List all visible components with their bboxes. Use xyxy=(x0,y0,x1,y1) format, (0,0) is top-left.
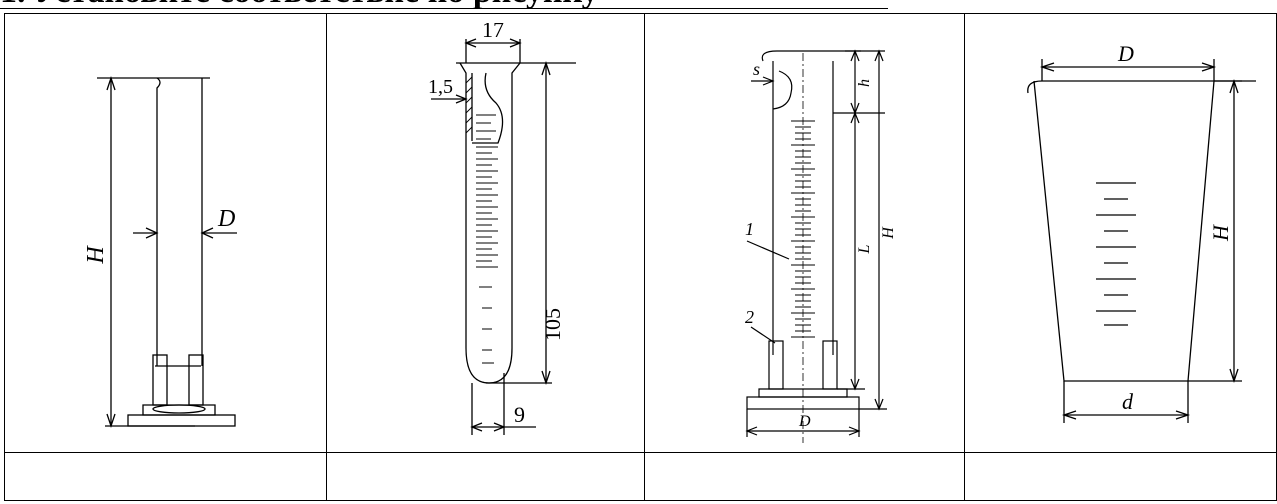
figure-b-wall: 1,5 xyxy=(428,76,453,98)
figure-c-callout-1: 1 xyxy=(745,219,754,239)
figure-a-height-label: H xyxy=(83,245,109,265)
figure-c-callout-2: 2 xyxy=(745,307,754,327)
figure-table: H D xyxy=(4,13,1277,501)
figure-d-beaker: D H d xyxy=(1026,41,1256,423)
figure-d-height-label: H xyxy=(1208,224,1233,242)
figure-d-top-diameter: D xyxy=(1117,41,1134,66)
figure-b-tube: 17 1,5 105 9 xyxy=(428,23,576,435)
cell-figure-a: H D xyxy=(4,13,327,453)
figure-c-base-label: D xyxy=(798,413,811,430)
figure-c-graduated-cylinder: s h L H D 1 2 xyxy=(745,49,897,443)
task-heading: 1. Установите соответствие по рисунку xyxy=(0,0,760,10)
figure-c-wall-label: s xyxy=(753,59,760,79)
figure-a-cylinder: H D xyxy=(83,75,238,429)
cell-figure-d: D H d xyxy=(964,13,1277,453)
cell-figure-c: s h L H D 1 2 xyxy=(644,13,966,453)
cell-figure-b: 17 1,5 105 9 xyxy=(325,13,646,453)
answer-row xyxy=(4,452,1277,501)
answer-cell-2[interactable] xyxy=(325,452,646,501)
answer-cell-1[interactable] xyxy=(4,452,327,501)
figure-b-height: 105 xyxy=(540,308,565,341)
figure-c-scale-label: L xyxy=(856,244,873,254)
answer-cell-4[interactable] xyxy=(964,452,1277,501)
answer-cell-3[interactable] xyxy=(644,452,966,501)
figure-b-bottom: 9 xyxy=(514,402,525,427)
figure-b-top-width: 17 xyxy=(482,23,504,42)
figure-row: H D xyxy=(4,13,1277,453)
figure-d-bottom-diameter: d xyxy=(1122,389,1134,414)
heading-underline xyxy=(0,8,888,9)
figure-c-spout-label: h xyxy=(856,79,873,87)
figure-c-total-label: H xyxy=(880,226,897,240)
figure-a-diameter-label: D xyxy=(217,206,235,232)
